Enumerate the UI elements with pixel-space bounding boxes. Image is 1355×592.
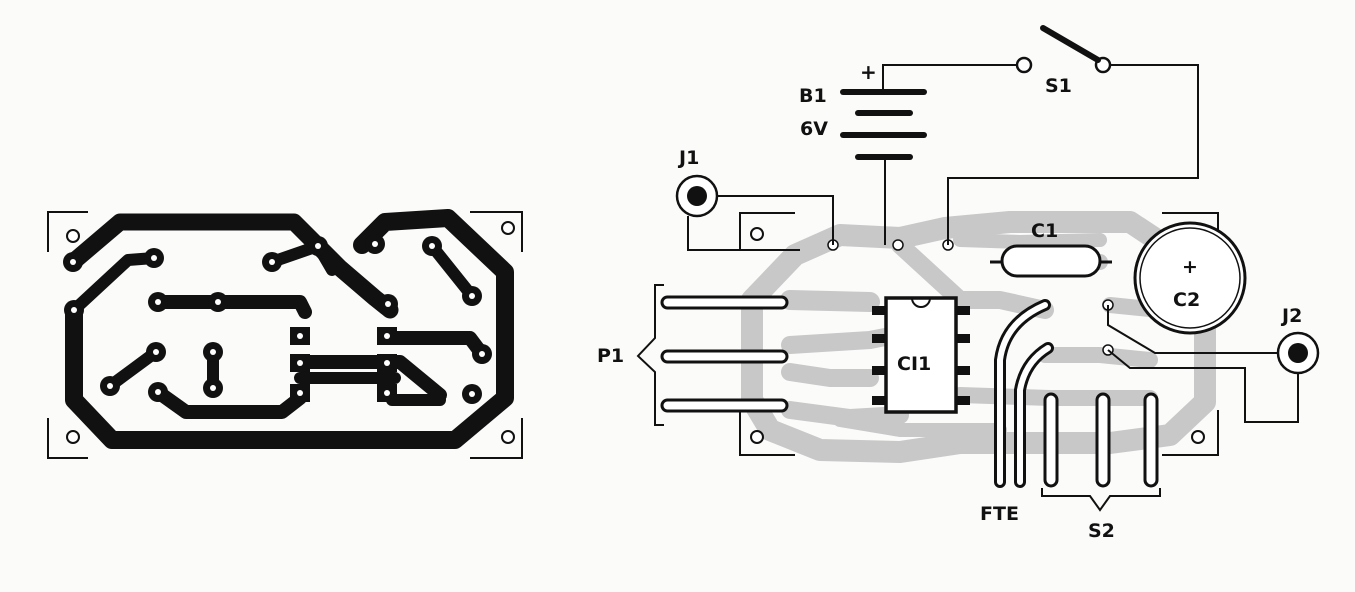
label-j1: J1 (677, 147, 699, 169)
copper-pads (63, 234, 492, 404)
battery-cells (840, 89, 927, 160)
label-j2: J2 (1280, 305, 1302, 327)
potentiometer-p1-leads (636, 284, 789, 426)
pcb-component-side: + B1 6V S1 J1 C1 + C2 J2 P1 CI1 FTE S2 (597, 25, 1320, 542)
label-s1: S1 (1045, 75, 1072, 97)
capacitor-c2 (1133, 221, 1247, 335)
capacitor-c1 (990, 244, 1112, 278)
battery-plus-label: + (860, 60, 877, 84)
speaker-fte-leads (994, 299, 1054, 488)
jack-j1 (675, 174, 834, 251)
label-6v: 6V (800, 118, 828, 140)
label-c1: C1 (1031, 220, 1058, 242)
board-outline-left (47, 211, 523, 459)
label-ci1: CI1 (897, 353, 931, 375)
ic-ci1 (872, 296, 970, 414)
label-p1: P1 (597, 345, 624, 367)
battery-b1 (840, 64, 1018, 245)
battery-wires (882, 64, 1018, 245)
switch-s2-leads (1041, 392, 1161, 512)
label-b1: B1 (799, 85, 827, 107)
label-c2: C2 (1173, 289, 1200, 311)
switch-s1 (947, 25, 1199, 245)
c2-plus-label: + (1182, 256, 1198, 278)
component-labels: + B1 6V S1 J1 C1 + C2 J2 P1 CI1 FTE S2 (597, 60, 1302, 542)
label-fte: FTE (980, 503, 1019, 525)
copper-shadow (741, 211, 1216, 463)
mounting-holes-left (66, 221, 515, 444)
label-s2: S2 (1088, 520, 1115, 542)
jack-j2 (1107, 305, 1320, 423)
pcb-copper-side (47, 209, 523, 459)
